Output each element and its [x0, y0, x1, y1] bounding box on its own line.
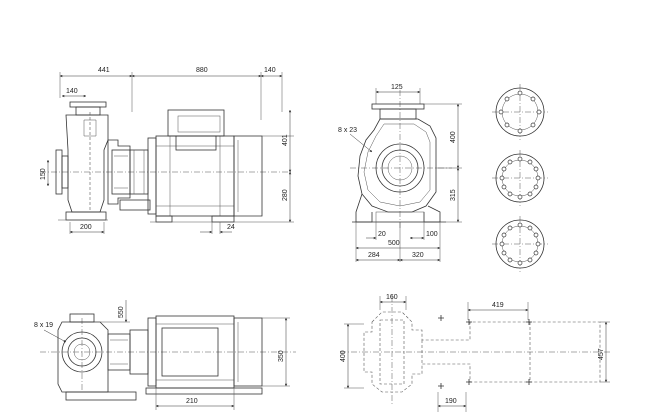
dim-125-label: 125: [391, 84, 403, 91]
flange-middle: [492, 150, 548, 206]
dim-284-label: 284: [368, 252, 380, 259]
dim-8x23-label: 8 x 23: [338, 127, 357, 134]
dim-100-label: 100: [426, 231, 438, 238]
dim-441-label: 441: [98, 67, 110, 74]
dim-419-label: 419: [492, 302, 504, 309]
dim-500-label: 500: [388, 240, 400, 247]
side-elevation-view: 441 880 140 140 150: [40, 67, 294, 234]
dim-280-label: 280: [282, 189, 289, 201]
dim-140-left-label: 140: [66, 88, 78, 95]
dim-140-top-label: 140: [264, 67, 276, 74]
dim-350-label: 350: [278, 350, 285, 362]
dim-880-label: 880: [196, 67, 208, 74]
foundation-bolt-markers: [438, 315, 532, 389]
flange-top: [492, 84, 548, 140]
dim-24-label: 24: [227, 224, 235, 231]
foundation-plan-view: 160 419 400 457 190: [340, 294, 610, 412]
dim-401-label: 401: [282, 134, 289, 146]
dim-320-label: 320: [412, 252, 424, 259]
dim-190-label: 190: [445, 398, 457, 405]
dim-400-front-label: 400: [450, 131, 457, 143]
dim-160-label: 160: [386, 294, 398, 301]
dim-210-label: 210: [186, 398, 198, 405]
dim-8x19-label: 8 x 19: [34, 322, 53, 329]
dim-20-label: 20: [378, 231, 386, 238]
dim-400-base-label: 400: [340, 350, 347, 362]
flange-bottom: [492, 216, 548, 272]
dim-457-label: 457: [598, 348, 605, 360]
dim-550-label: 550: [118, 306, 125, 318]
flange-views: [492, 84, 548, 272]
dim-150-label: 150: [40, 168, 47, 180]
top-plan-view: 8 x 19 550 350 210: [34, 300, 296, 410]
dim-315-label: 315: [450, 189, 457, 201]
front-elevation-view: 125 8 x 23 400 315 20 100: [338, 84, 462, 262]
dim-200-label: 200: [80, 224, 92, 231]
